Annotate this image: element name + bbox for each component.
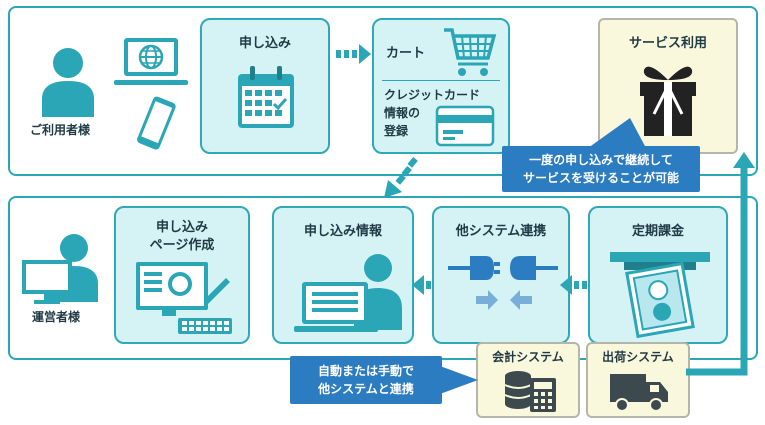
operator-icon bbox=[22, 234, 98, 304]
shipping-system-box: 出荷システム bbox=[586, 342, 690, 418]
person-icon bbox=[42, 48, 94, 117]
accounting-system-title: 会計システム bbox=[492, 350, 564, 364]
callout-system-integration: 自動または手動で 他システムと連携 bbox=[290, 356, 442, 404]
system-link-box: 他システム連携 bbox=[432, 206, 570, 344]
credit-title-line3: 登録 bbox=[384, 124, 409, 138]
callout-top-line2: サービスを受けることが可能 bbox=[522, 171, 679, 185]
cart-box: カート クレジットカード 情報の 登録 bbox=[372, 18, 510, 154]
operator-label: 運営者様 bbox=[32, 310, 81, 324]
arrow-apply-to-cart bbox=[336, 44, 371, 64]
page-editor-icon bbox=[136, 262, 232, 334]
credit-title-line1: クレジットカード bbox=[384, 88, 481, 102]
recurring-billing-box: 定期課金 bbox=[588, 206, 728, 344]
callout-continuous-service: 一度の申し込みで継続して サービスを受けることが可能 bbox=[502, 146, 700, 192]
callout-top-pointer bbox=[588, 118, 646, 148]
page-creation-line1: 申し込み bbox=[155, 220, 208, 235]
delivery-truck-icon bbox=[610, 374, 668, 412]
credit-title-line2: 情報の bbox=[384, 106, 421, 120]
apply-title: 申し込み bbox=[238, 36, 291, 51]
callout-bottom-line1: 自動または手動で bbox=[317, 364, 414, 378]
application-info-box: 申し込み情報 bbox=[272, 206, 414, 344]
arrow-cart-to-operator bbox=[384, 157, 418, 198]
shipping-system-title: 出荷システム bbox=[602, 350, 674, 364]
application-info-title: 申し込み情報 bbox=[303, 224, 382, 239]
service-title: サービス利用 bbox=[628, 36, 707, 51]
callout-bottom-pointer bbox=[440, 366, 478, 394]
credit-card-icon bbox=[435, 105, 495, 147]
gift-box-icon bbox=[640, 66, 696, 136]
system-link-title: 他システム連携 bbox=[455, 224, 547, 239]
page-creation-line2: ページ作成 bbox=[149, 238, 215, 253]
accounting-system-box: 会計システム bbox=[476, 342, 580, 418]
laptop-globe-icon bbox=[114, 38, 188, 85]
cart-title: カート bbox=[386, 46, 426, 61]
return-arrow-to-service bbox=[686, 152, 755, 376]
plug-connector-icon bbox=[448, 256, 558, 310]
cart-divider bbox=[382, 80, 500, 81]
callout-bottom-line2: 他システムと連携 bbox=[318, 382, 414, 396]
shopping-cart-icon bbox=[444, 28, 497, 76]
calendar-icon bbox=[238, 66, 294, 128]
smartphone-icon bbox=[137, 96, 176, 150]
database-calculator-icon bbox=[504, 371, 556, 412]
callout-top-line1: 一度の申し込みで継続して bbox=[529, 153, 673, 167]
laptop-person-icon bbox=[294, 254, 402, 332]
recurring-billing-title: 定期課金 bbox=[631, 224, 684, 239]
apply-box: 申し込み bbox=[200, 18, 330, 154]
atm-cash-icon bbox=[610, 252, 710, 339]
customer-label: ご利用者様 bbox=[30, 123, 91, 137]
page-creation-box: 申し込み ページ作成 bbox=[114, 206, 250, 344]
